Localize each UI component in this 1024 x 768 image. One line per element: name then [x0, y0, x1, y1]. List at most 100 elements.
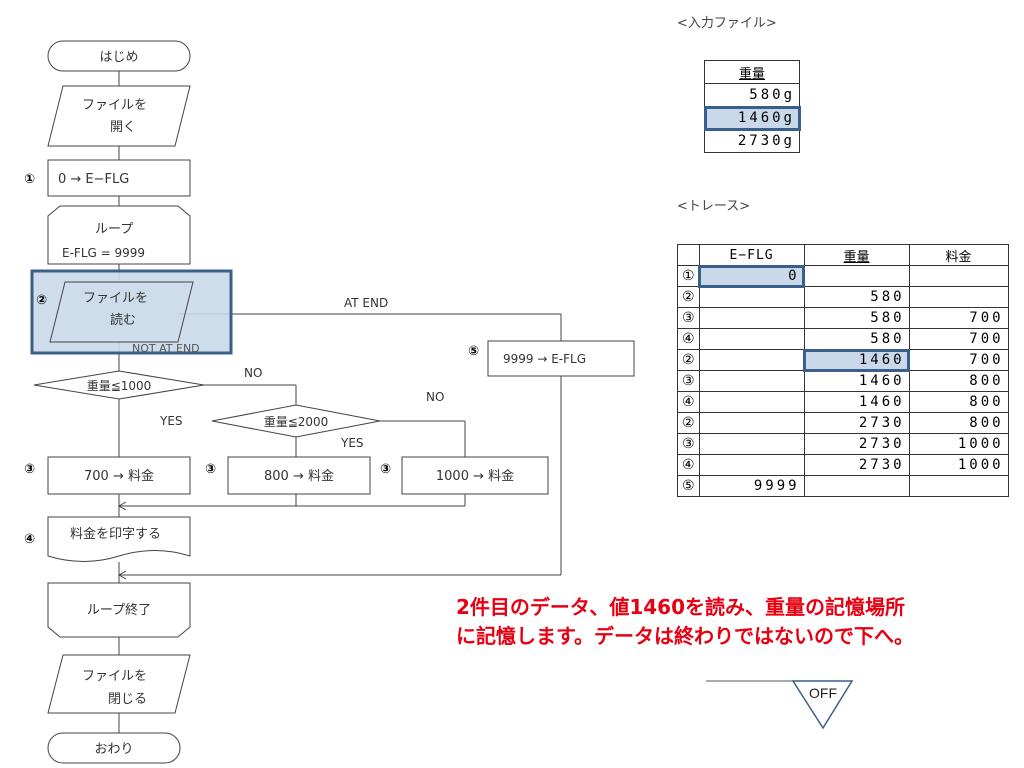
- end-terminal: [47, 732, 181, 764]
- loop-end: [47, 582, 191, 638]
- marker-5: ⑤: [468, 344, 479, 359]
- off-toggle[interactable]: OFF: [700, 676, 860, 736]
- off-triangle-icon: [791, 680, 854, 730]
- trace-row: ② 580: [677, 286, 1009, 308]
- cond2-label: 重量≦2000: [264, 415, 329, 429]
- input-file-table: 重量 580g 1460g 2730g: [703, 60, 801, 153]
- trace-cell-weight: 2730: [803, 433, 910, 455]
- read-file-io: [49, 281, 194, 343]
- trace-cell-eflg: [698, 328, 805, 350]
- init-label: 0 → E−FLG: [58, 172, 129, 187]
- trace-cell-step: ①: [677, 265, 700, 287]
- print-label: 料金を印字する: [70, 526, 161, 542]
- trace-cell-eflg: [698, 370, 805, 392]
- trace-cell-fee: [908, 286, 1009, 308]
- marker-3b: ③: [205, 462, 216, 477]
- end-label: おわり: [94, 742, 133, 757]
- trace-title: <トレース>: [677, 199, 751, 214]
- trace-header-fee: 料金: [908, 244, 1009, 266]
- trace-cell-fee: [908, 475, 1009, 497]
- trace-cell-step: ④: [677, 391, 700, 413]
- trace-cell-fee: 800: [908, 370, 1009, 392]
- open-file-io: [47, 85, 191, 147]
- set-flag-process: [487, 340, 635, 377]
- trace-cell-eflg: [698, 433, 805, 455]
- read-file-label-1: ファイルを: [83, 291, 148, 306]
- loop-start: [47, 205, 191, 265]
- trace-cell-step: ②: [677, 349, 700, 371]
- init-process: [47, 159, 191, 197]
- trace-cell-fee: [908, 265, 1009, 287]
- trace-row: ⑤ 9999: [677, 475, 1009, 497]
- cond2-decision: [211, 404, 381, 438]
- cond2-yes-label: YES: [340, 436, 364, 450]
- trace-cell-step: ⑤: [677, 475, 700, 497]
- trace-row: ④ 2730 1000: [677, 454, 1009, 476]
- trace-cell-weight: 2730: [803, 454, 910, 476]
- trace-header-step: [677, 244, 700, 266]
- trace-cell-fee: 800: [908, 412, 1009, 434]
- trace-cell-eflg: 9999: [698, 475, 805, 497]
- loop-end-label: ループ終了: [87, 602, 151, 618]
- trace-cell-eflg: [698, 391, 805, 413]
- input-header: 重量: [704, 60, 800, 84]
- trace-row: ② 2730 800: [677, 412, 1009, 434]
- trace-cell-weight: [803, 475, 910, 497]
- trace-cell-step: ④: [677, 328, 700, 350]
- trace-row: ③ 580 700: [677, 307, 1009, 329]
- input-row-highlighted: 1460g: [703, 105, 801, 131]
- marker-1: ①: [24, 172, 35, 187]
- trace-cell-fee: 700: [908, 307, 1009, 329]
- input-row: 2730g: [704, 129, 800, 153]
- start-label: はじめ: [99, 50, 138, 65]
- at-end-label: AT END: [344, 296, 388, 310]
- close-file-io: [47, 654, 191, 714]
- trace-cell-eflg-highlighted: 0: [698, 264, 806, 288]
- off-label: OFF: [809, 685, 837, 701]
- trace-cell-step: ②: [677, 412, 700, 434]
- trace-table: E−FLG 重量 料金 ① 0 ② 580 ③ 580 700 ④ 580 70…: [677, 244, 1009, 497]
- loop-start-label-1: ループ: [95, 222, 133, 237]
- trace-cell-step: ③: [677, 307, 700, 329]
- close-file-label-2: 閉じる: [108, 692, 147, 707]
- explanation-line-1: 2件目のデータ、値1460を読み、重量の記憶場所: [456, 595, 905, 619]
- trace-row: ③ 2730 1000: [677, 433, 1009, 455]
- fee800-label: 800 → 料金: [264, 468, 334, 484]
- marker-2: ②: [36, 293, 47, 308]
- trace-cell-weight-highlighted: 1460: [803, 348, 911, 372]
- trace-cell-step: ④: [677, 454, 700, 476]
- trace-row: ③ 1460 800: [677, 370, 1009, 392]
- trace-row: ④ 580 700: [677, 328, 1009, 350]
- close-file-label-1: ファイルを: [82, 669, 147, 684]
- set-flag-label: 9999 → E-FLG: [503, 352, 586, 366]
- input-file-title: <入力ファイル>: [677, 16, 777, 31]
- trace-row: ① 0: [677, 264, 1009, 288]
- trace-row-current: ② 1460 700: [677, 348, 1009, 372]
- trace-cell-fee: 700: [908, 328, 1009, 350]
- trace-header-eflg: E−FLG: [698, 244, 805, 266]
- fee700-label: 700 → 料金: [84, 468, 154, 484]
- trace-cell-weight: 1460: [803, 370, 910, 392]
- cond2-no-label: NO: [426, 390, 444, 404]
- not-at-end-label: NOT AT END: [132, 342, 200, 355]
- open-file-label-1: ファイルを: [82, 98, 147, 113]
- trace-cell-step: ②: [677, 286, 700, 308]
- trace-cell-eflg: [698, 454, 805, 476]
- cond1-yes-label: YES: [159, 414, 183, 428]
- trace-header-weight: 重量: [803, 244, 910, 266]
- marker-4: ④: [24, 532, 35, 547]
- open-file-label-2: 開く: [110, 120, 136, 135]
- start-terminal: [47, 40, 191, 72]
- trace-row: ④ 1460 800: [677, 391, 1009, 413]
- cond1-label: 重量≦1000: [87, 379, 152, 393]
- fee800-process: [227, 456, 371, 495]
- fee700-process: [47, 456, 191, 495]
- trace-cell-eflg: [698, 349, 805, 371]
- trace-cell-weight: 580: [803, 286, 910, 308]
- trace-cell-fee: 1000: [908, 433, 1009, 455]
- print-document: [47, 516, 191, 562]
- trace-cell-eflg: [698, 286, 805, 308]
- current-step-highlight: [30, 269, 233, 355]
- marker-3c: ③: [380, 462, 391, 477]
- trace-cell-weight: 1460: [803, 391, 910, 413]
